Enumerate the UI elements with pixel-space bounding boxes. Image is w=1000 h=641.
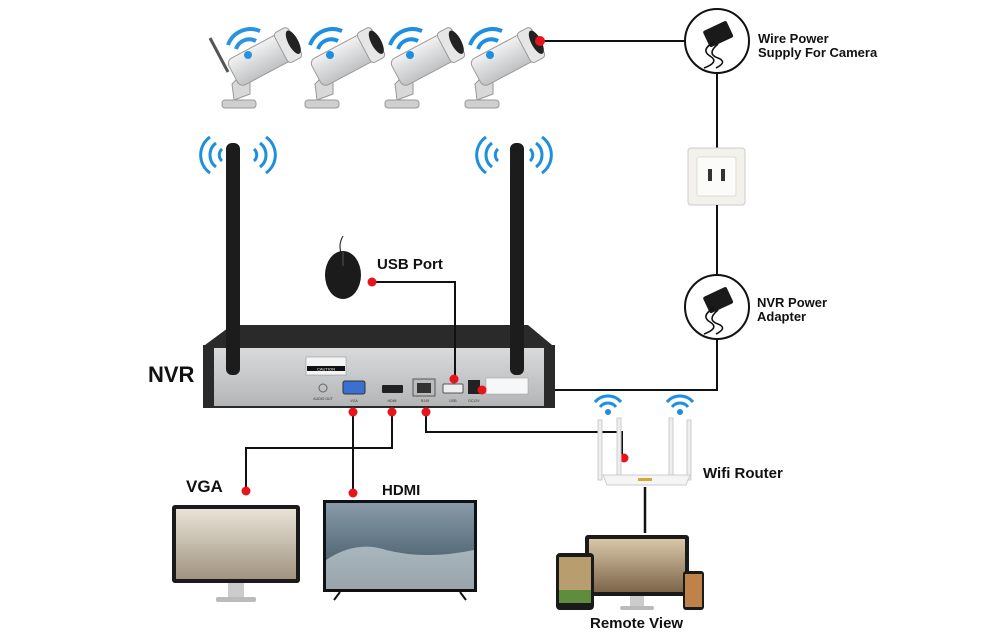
svg-text:VGA: VGA xyxy=(350,399,358,403)
svg-text:DC12V: DC12V xyxy=(468,399,480,403)
mouse-icon xyxy=(325,235,361,299)
caution-label: CAUTION xyxy=(305,356,347,376)
wireless-camera-4 xyxy=(464,24,550,109)
wifi-signal-icon xyxy=(388,27,423,59)
nvr-recorder: CAUTION AUDIO OUT VGA HDMI RJ45 USB DC12… xyxy=(203,143,555,408)
wifi-signal-icon xyxy=(199,135,553,175)
serial-sticker xyxy=(485,377,529,395)
wifi-signal-icon xyxy=(665,394,695,415)
svg-text:AUDIO OUT: AUDIO OUT xyxy=(313,397,333,401)
wifi-signal-icon xyxy=(226,27,261,59)
connector-dot xyxy=(535,36,545,46)
vga-port xyxy=(342,380,366,395)
svg-text:USB: USB xyxy=(449,399,457,403)
vga-label: VGA xyxy=(186,477,223,496)
hdmi-tv xyxy=(323,500,477,601)
usb-cable xyxy=(372,281,456,378)
hdmi-label: HDMI xyxy=(382,482,421,499)
connector-dot xyxy=(367,277,377,287)
vga-cable xyxy=(245,412,393,491)
wireless-camera-1 xyxy=(208,24,307,109)
antenna-left xyxy=(226,143,240,375)
wall-outlet-icon xyxy=(687,147,746,206)
svg-text:RJ45: RJ45 xyxy=(421,399,429,403)
nvr-power-cable xyxy=(482,339,718,391)
svg-text:HDMI: HDMI xyxy=(388,399,397,403)
vga-monitor xyxy=(172,505,300,602)
wireless-camera-2 xyxy=(304,24,390,109)
connector-dot xyxy=(477,385,487,395)
remote-view-label: Remote View xyxy=(590,615,684,632)
wifi-signal-icon xyxy=(468,27,503,59)
connector-dot xyxy=(449,374,459,384)
wifi-router xyxy=(593,394,695,486)
wifi-signal-icon xyxy=(308,27,343,59)
svg-text:CAUTION: CAUTION xyxy=(317,366,335,371)
nvr-label: NVR xyxy=(148,362,195,387)
wifi-signal-icon xyxy=(593,394,623,415)
usb-port-label: USB Port xyxy=(377,256,443,273)
network-cable xyxy=(425,412,623,457)
remote-devices xyxy=(556,535,704,610)
wifi-router-label: Wifi Router xyxy=(703,465,783,482)
usb-port xyxy=(442,383,464,394)
dc-port xyxy=(468,380,480,394)
wireless-camera-3 xyxy=(384,24,470,109)
hdmi-port xyxy=(382,385,403,393)
antenna-right xyxy=(510,143,524,375)
